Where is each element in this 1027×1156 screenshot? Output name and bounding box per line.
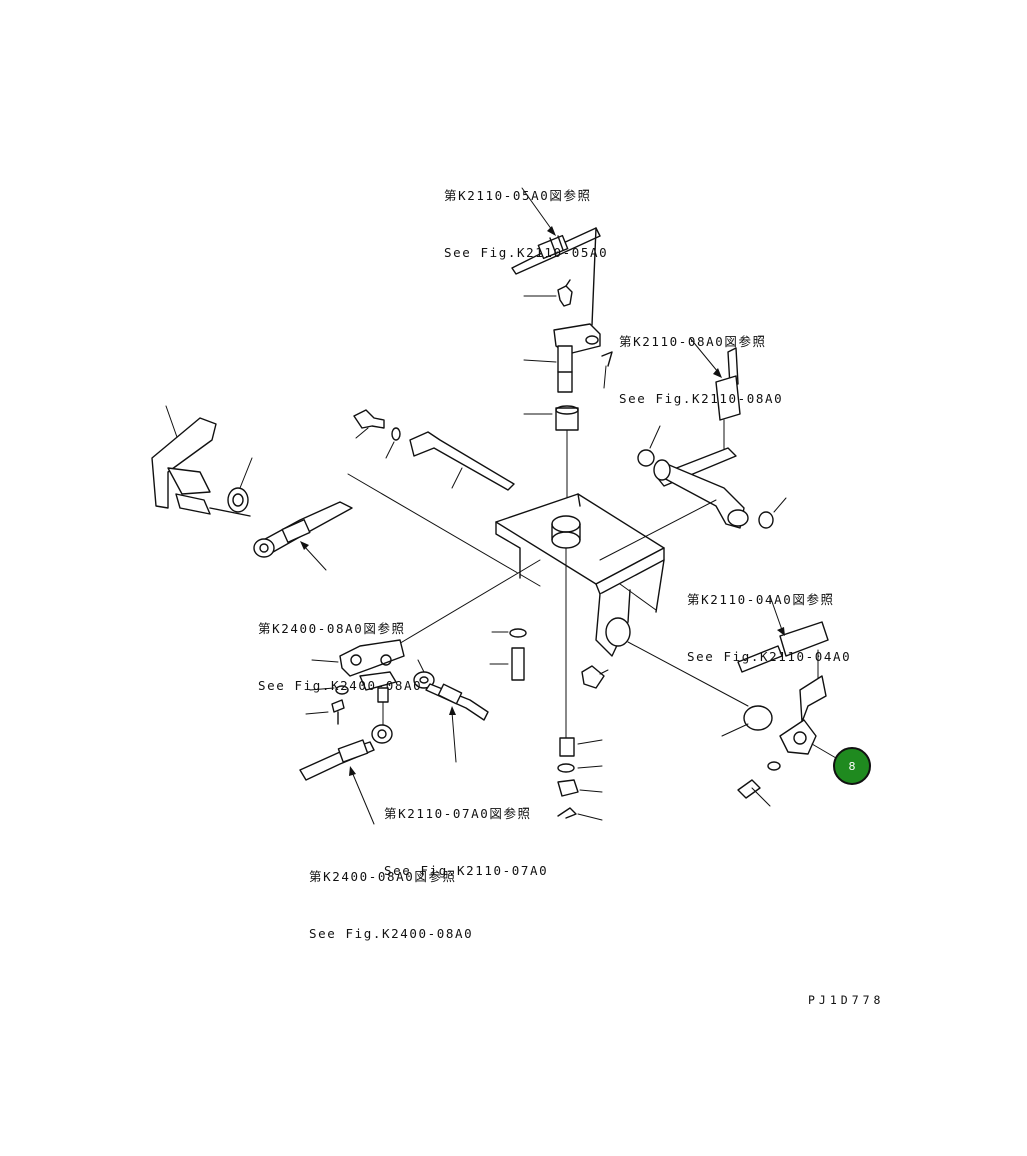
leader-k2110-05a0 bbox=[521, 187, 556, 236]
reference-k2110-08a0: 第K2110-08A0図参照 See Fig.K2110-08A0 bbox=[619, 294, 783, 427]
right-lower-assembly bbox=[627, 595, 837, 807]
reference-jp: 第K2110-07A0図参照 bbox=[384, 806, 532, 821]
cross-rod bbox=[409, 431, 515, 491]
reference-en: See Fig.K2400-08A0 bbox=[309, 926, 474, 941]
reference-jp: 第K2400-08A0図参照 bbox=[258, 621, 406, 636]
main-bracket bbox=[495, 493, 665, 741]
reference-en: See Fig.K2400-08A0 bbox=[258, 678, 423, 693]
upper-control-rod bbox=[511, 227, 601, 326]
reference-k2110-05a0: 第K2110-05A0図参照 See Fig.K2110-05A0 bbox=[444, 148, 608, 281]
drawing-code: PJ1D778 bbox=[808, 993, 885, 1007]
reference-en: See Fig.K2110-05A0 bbox=[444, 245, 609, 260]
lower-left-linkage bbox=[305, 559, 541, 729]
left-rod bbox=[253, 473, 541, 587]
reference-k2110-07a0: 第K2110-07A0図参照 See Fig.K2110-07A0 bbox=[384, 766, 548, 899]
lower-left-rod bbox=[299, 724, 393, 825]
bolt-upper-left bbox=[353, 409, 401, 459]
pedal-assembly bbox=[151, 405, 253, 517]
reference-k2400-08a0-lower: 第K2400-08A0図参照 See Fig.K2400-08A0 bbox=[309, 829, 473, 962]
callout-badge-8[interactable]: 8 bbox=[833, 747, 871, 785]
reference-jp: 第K2110-05A0図参照 bbox=[444, 188, 592, 203]
reference-k2110-04a0: 第K2110-04A0図参照 See Fig.K2110-04A0 bbox=[687, 552, 851, 685]
reference-en: See Fig.K2110-04A0 bbox=[687, 649, 852, 664]
reference-en: See Fig.K2110-07A0 bbox=[384, 863, 549, 878]
reference-k2400-08a0-upper: 第K2400-08A0図参照 See Fig.K2400-08A0 bbox=[258, 581, 422, 714]
reference-jp: 第K2400-08A0図参照 bbox=[309, 869, 457, 884]
reference-jp: 第K2110-08A0図参照 bbox=[619, 334, 767, 349]
center-fasteners bbox=[489, 628, 609, 821]
reference-en: See Fig.K2110-08A0 bbox=[619, 391, 784, 406]
right-shaft bbox=[599, 337, 787, 561]
lever-arm bbox=[523, 323, 613, 393]
middle-rod bbox=[413, 659, 489, 763]
reference-jp: 第K2110-04A0図参照 bbox=[687, 592, 835, 607]
bushing bbox=[523, 405, 579, 521]
elbow-fitting bbox=[523, 279, 573, 307]
